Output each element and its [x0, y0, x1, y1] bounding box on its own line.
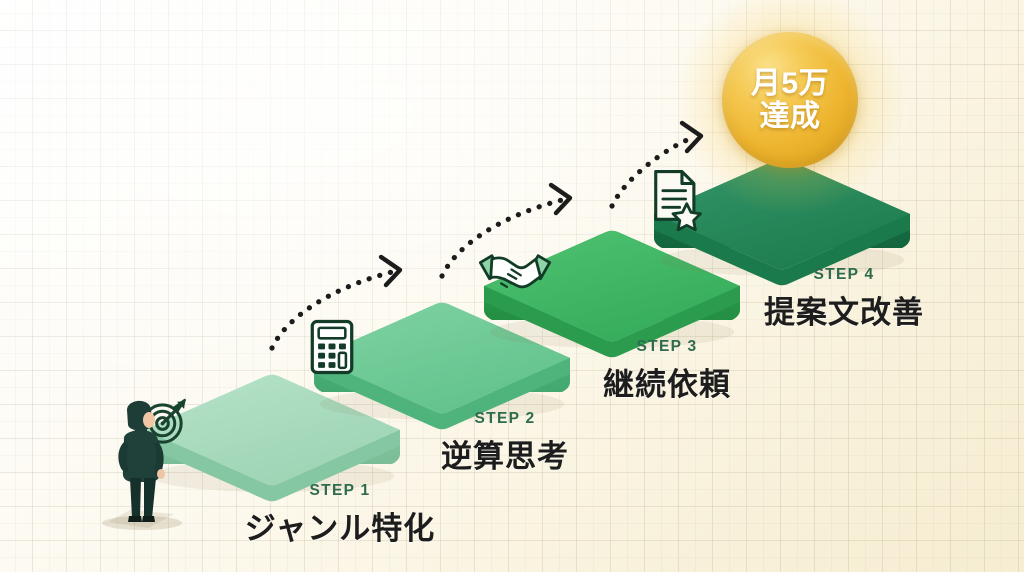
caption-step-4: STEP 4 提案文改善 [664, 266, 1024, 332]
step-4-label: STEP 4 [813, 266, 875, 283]
step-2-title: 逆算思考 [441, 439, 569, 474]
caption-step-3: STEP 3 継続依頼 [487, 338, 847, 404]
badge-line-1: 月5万 [750, 66, 830, 100]
caption-step-2: STEP 2 逆算思考 [325, 410, 685, 476]
step-1-label: STEP 1 [309, 482, 371, 499]
step-2-label: STEP 2 [474, 410, 536, 427]
badge-disc: 月5万 達成 [722, 32, 858, 168]
arrowhead-3 [679, 120, 704, 154]
step-block-4[interactable] [648, 152, 916, 286]
step-3-title: 継続依頼 [603, 367, 731, 402]
caption-step-1: STEP 1 ジャンル特化 [160, 482, 520, 548]
arrowhead-2 [548, 182, 573, 216]
businessman-figure [96, 392, 192, 532]
badge-line-2: 達成 [759, 99, 821, 133]
step-1-title: ジャンル特化 [244, 511, 436, 546]
goal-badge: 月5万 達成 [676, 0, 904, 214]
step-4-title: 提案文改善 [764, 295, 924, 330]
step-3-label: STEP 3 [636, 338, 698, 355]
arrowhead-1 [378, 254, 403, 288]
